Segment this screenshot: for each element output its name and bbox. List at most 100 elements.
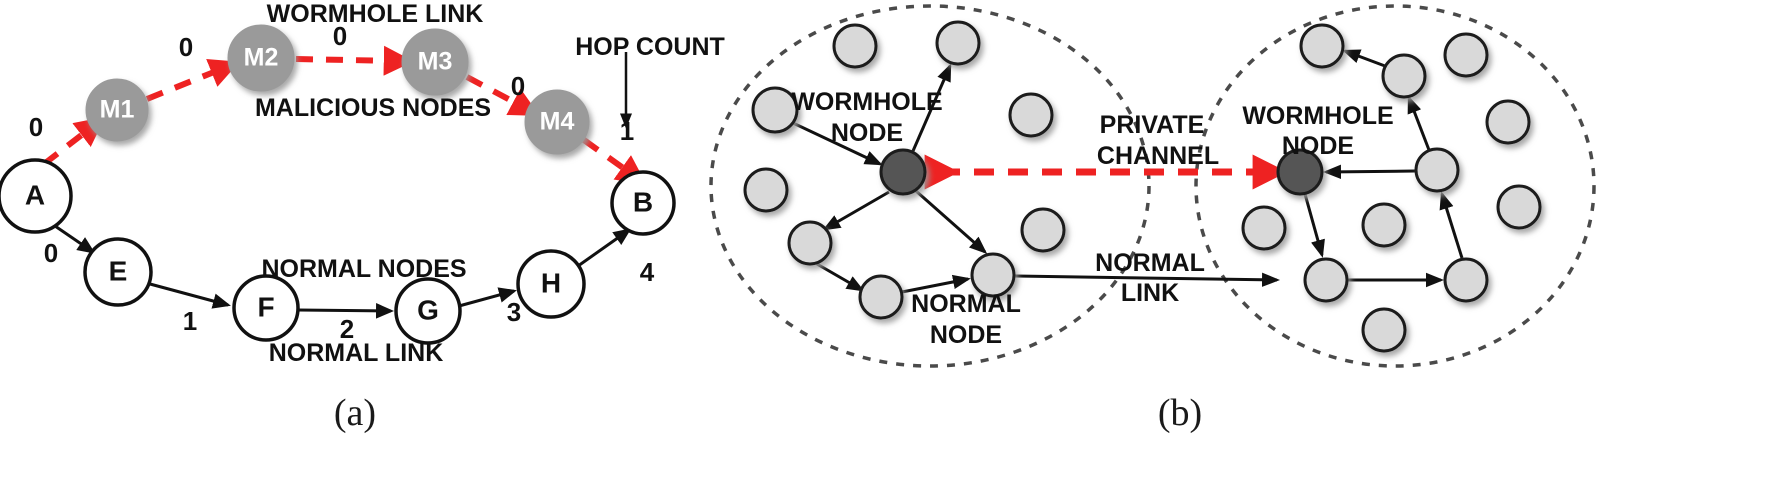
node-r7[interactable] [1241, 205, 1287, 251]
node-l6[interactable] [1020, 207, 1066, 253]
label-normal-nodes: NORMAL NODES [261, 255, 466, 283]
node-r4[interactable] [1485, 99, 1531, 145]
node-r6[interactable] [1496, 184, 1542, 230]
link-h-b [577, 228, 632, 268]
label-private-channel-line1: PRIVATE [1100, 111, 1205, 139]
label-normal-link-line2: LINK [1121, 279, 1179, 307]
node-r5[interactable] [1414, 147, 1460, 193]
wlink-m4-b [582, 137, 647, 185]
link-f-g [297, 303, 394, 319]
hop-m2-m3: 0 [333, 21, 347, 51]
left-cluster-nodes [743, 20, 1066, 320]
hop-e-f: 1 [183, 306, 197, 336]
node-r10[interactable] [1443, 257, 1489, 303]
node-m1-label: M1 [100, 96, 135, 124]
label-hop-count: HOP COUNT [575, 33, 725, 61]
node-e[interactable]: E [83, 237, 153, 307]
wlink-m2-m3 [295, 45, 414, 76]
panel-b: WORMHOLE NODE PRIVATE CHANNEL WORMHOLE N… [709, 4, 1596, 434]
link-r2-r1 [1342, 49, 1386, 68]
label-wormhole-node-left-line1: WORMHOLE [791, 88, 942, 116]
hop-m3-m4: 0 [511, 71, 525, 101]
inter-cluster-normal-link [1013, 272, 1280, 287]
node-l3[interactable] [751, 86, 799, 134]
label-wormhole-node-right-line1: WORMHOLE [1242, 102, 1393, 130]
label-wormhole-node-right-line2: NODE [1282, 132, 1354, 160]
right-cluster-nodes [1241, 23, 1542, 353]
node-r11[interactable] [1361, 307, 1407, 353]
node-m2[interactable]: M2 [227, 24, 295, 92]
wlink-m1-m2 [145, 59, 240, 102]
node-b[interactable]: B [610, 170, 676, 236]
link-r5-rw [1323, 164, 1416, 180]
node-l1[interactable] [832, 23, 878, 69]
caption-b: (b) [1158, 392, 1202, 434]
node-l5[interactable] [743, 167, 789, 213]
hop-a-m1: 0 [29, 112, 43, 142]
node-h[interactable]: H [516, 249, 586, 319]
label-wormhole-link: WORMHOLE LINK [267, 0, 484, 28]
label-wormhole-node-left-line2: NODE [831, 119, 903, 147]
node-a-label: A [25, 179, 45, 210]
hop-f-g: 2 [340, 314, 354, 344]
node-l8[interactable] [858, 274, 904, 320]
label-malicious-nodes: MALICIOUS NODES [255, 94, 491, 122]
node-m1[interactable]: M1 [85, 78, 149, 142]
node-m2-label: M2 [244, 44, 279, 72]
link-lw-l7 [822, 190, 890, 231]
panel-a-normal-hop-numbers: 0 1 2 3 4 [44, 238, 655, 344]
hop-h-b: 4 [640, 257, 655, 287]
panel-a-malicious-nodes: M1 M2 M3 M4 [85, 24, 590, 155]
label-normal-node-line1: NORMAL [911, 290, 1021, 318]
node-l9-normal-node[interactable] [970, 252, 1016, 298]
node-m4[interactable]: M4 [524, 89, 590, 155]
node-g[interactable]: G [394, 277, 462, 345]
hop-m4-b: 1 [620, 116, 634, 146]
label-normal-link-a: NORMAL LINK [269, 339, 444, 367]
node-m3-label: M3 [418, 48, 453, 76]
node-b-label: B [633, 186, 653, 217]
node-r2[interactable] [1381, 53, 1427, 99]
link-e-f [149, 282, 231, 309]
node-l7[interactable] [787, 220, 833, 266]
panel-a-normal-links [54, 224, 632, 319]
node-f[interactable]: F [232, 274, 300, 342]
hop-m1-m2: 0 [179, 32, 193, 62]
hop-g-h: 3 [507, 297, 521, 327]
label-normal-node-line2: NODE [930, 321, 1002, 349]
node-a[interactable]: A [0, 158, 73, 234]
link-g-h [458, 287, 517, 308]
node-g-label: G [417, 294, 439, 325]
link-lw-l2 [911, 63, 952, 152]
node-r9[interactable] [1303, 257, 1349, 303]
link-l3-lw [792, 121, 883, 166]
panel-a-wormhole-links [42, 45, 647, 185]
wlink-m3-m4 [465, 74, 540, 116]
node-l4[interactable] [1008, 92, 1054, 138]
link-lw-l9 [915, 189, 988, 254]
wormhole-node-right[interactable] [1276, 148, 1324, 196]
hop-a-e: 0 [44, 238, 58, 268]
caption-a: (a) [334, 392, 376, 434]
node-l2[interactable] [935, 20, 981, 66]
panel-a-wormhole-hop-numbers: 0 0 0 0 1 [29, 21, 634, 146]
link-r10-r5 [1439, 191, 1464, 259]
label-normal-link-line1: NORMAL [1095, 249, 1205, 277]
left-cluster-links [792, 63, 988, 294]
link-a-e [54, 224, 96, 254]
label-private-channel-line2: CHANNEL [1097, 142, 1219, 170]
node-f-label: F [257, 291, 274, 322]
node-m3[interactable]: M3 [401, 28, 469, 96]
node-e-label: E [109, 255, 128, 286]
link-l7-l8 [816, 262, 865, 292]
link-rw-r9 [1303, 193, 1325, 258]
node-r1[interactable] [1299, 23, 1345, 69]
node-r3[interactable] [1443, 32, 1489, 78]
right-cluster-links [1303, 49, 1464, 288]
link-r5-r2 [1407, 95, 1431, 151]
panel-a: M1 M2 M3 M4 A [0, 0, 725, 434]
node-r8[interactable] [1361, 202, 1407, 248]
wormhole-node-left[interactable] [879, 148, 927, 196]
